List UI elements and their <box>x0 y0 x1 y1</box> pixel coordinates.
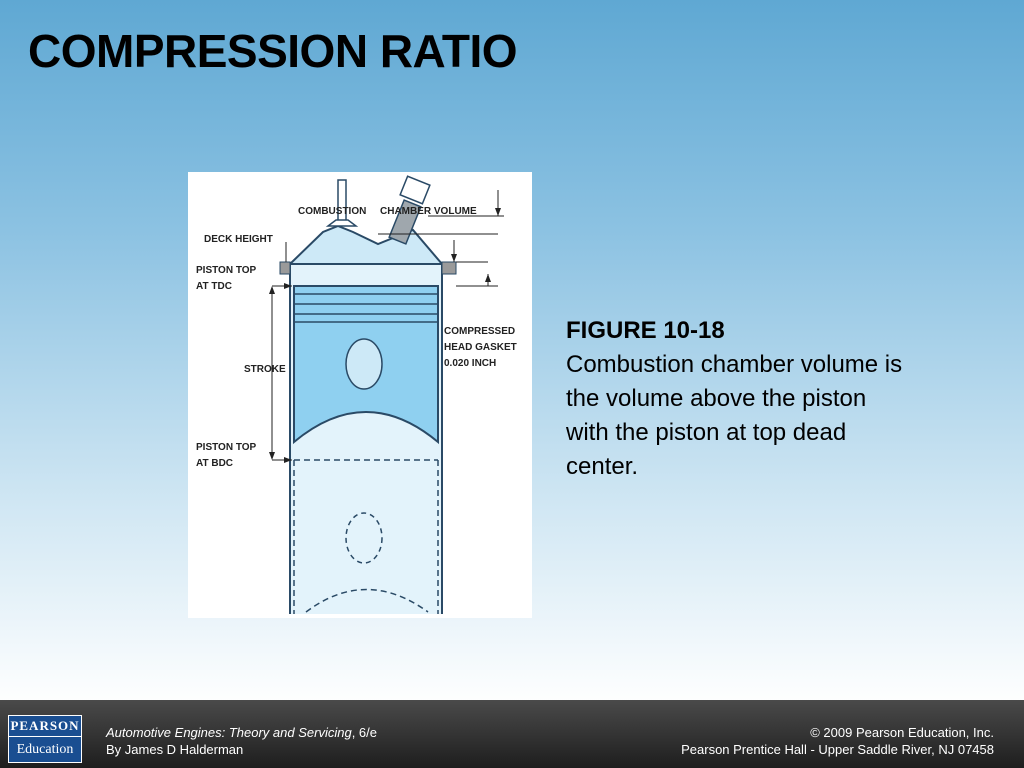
combustion-chamber <box>287 224 445 265</box>
piston-skirt-bdc <box>305 588 429 613</box>
spark-plug <box>388 175 431 245</box>
cylinder-diagram-svg: COMBUSTION CHAMBER VOLUME DECK HEIGHT PI… <box>196 175 517 614</box>
caption-title: FIGURE 10-18 <box>566 317 725 344</box>
logo-education-text: Education <box>16 742 74 757</box>
label-chamber-volume: CHAMBER VOLUME <box>380 206 477 217</box>
piston-pin <box>345 338 383 390</box>
logo-pearson-text: PEARSON <box>9 716 81 737</box>
publisher-line: Pearson Prentice Hall - Upper Saddle Riv… <box>681 742 994 757</box>
label-piston-top-bdc-2: AT BDC <box>196 458 233 469</box>
book-line: Automotive Engines: Theory and Servicing… <box>106 724 377 741</box>
gasket-left <box>279 261 291 275</box>
dimension-arrows <box>269 208 501 463</box>
caption-text: Combustion chamber volume is the volume … <box>566 351 903 480</box>
book-info: Automotive Engines: Theory and Servicing… <box>106 724 377 758</box>
book-title: Automotive Engines: Theory and Servicing <box>106 725 352 740</box>
label-compressed-3: 0.020 INCH <box>444 358 496 369</box>
label-stroke: STROKE <box>244 364 286 375</box>
pearson-logo: PEARSON Education <box>8 715 82 763</box>
label-compressed-1: COMPRESSED <box>444 326 515 337</box>
label-deck-height: DECK HEIGHT <box>204 234 273 245</box>
gasket-right <box>441 261 457 275</box>
valve-head <box>325 219 359 227</box>
label-piston-top-bdc-1: PISTON TOP <box>196 442 257 453</box>
slide-footer: PEARSON Education Automotive Engines: Th… <box>0 700 1024 768</box>
label-combustion: COMBUSTION <box>298 206 366 217</box>
copyright-info: © 2009 Pearson Education, Inc. Pearson P… <box>681 724 994 758</box>
piston-pin-bdc <box>345 512 383 564</box>
engine-cylinder-diagram: COMBUSTION CHAMBER VOLUME DECK HEIGHT PI… <box>188 172 532 618</box>
book-edition: , 6/e <box>351 725 377 740</box>
slide-title: COMPRESSION RATIO <box>28 25 518 77</box>
figure-caption: FIGURE 10-18 Combustion chamber volume i… <box>566 314 906 484</box>
book-author: By James D Halderman <box>106 742 244 757</box>
label-compressed-2: HEAD GASKET <box>444 342 517 353</box>
copyright-line: © 2009 Pearson Education, Inc. <box>810 725 994 740</box>
label-piston-top-tdc-2: AT TDC <box>196 281 232 292</box>
label-piston-top-tdc-1: PISTON TOP <box>196 265 257 276</box>
